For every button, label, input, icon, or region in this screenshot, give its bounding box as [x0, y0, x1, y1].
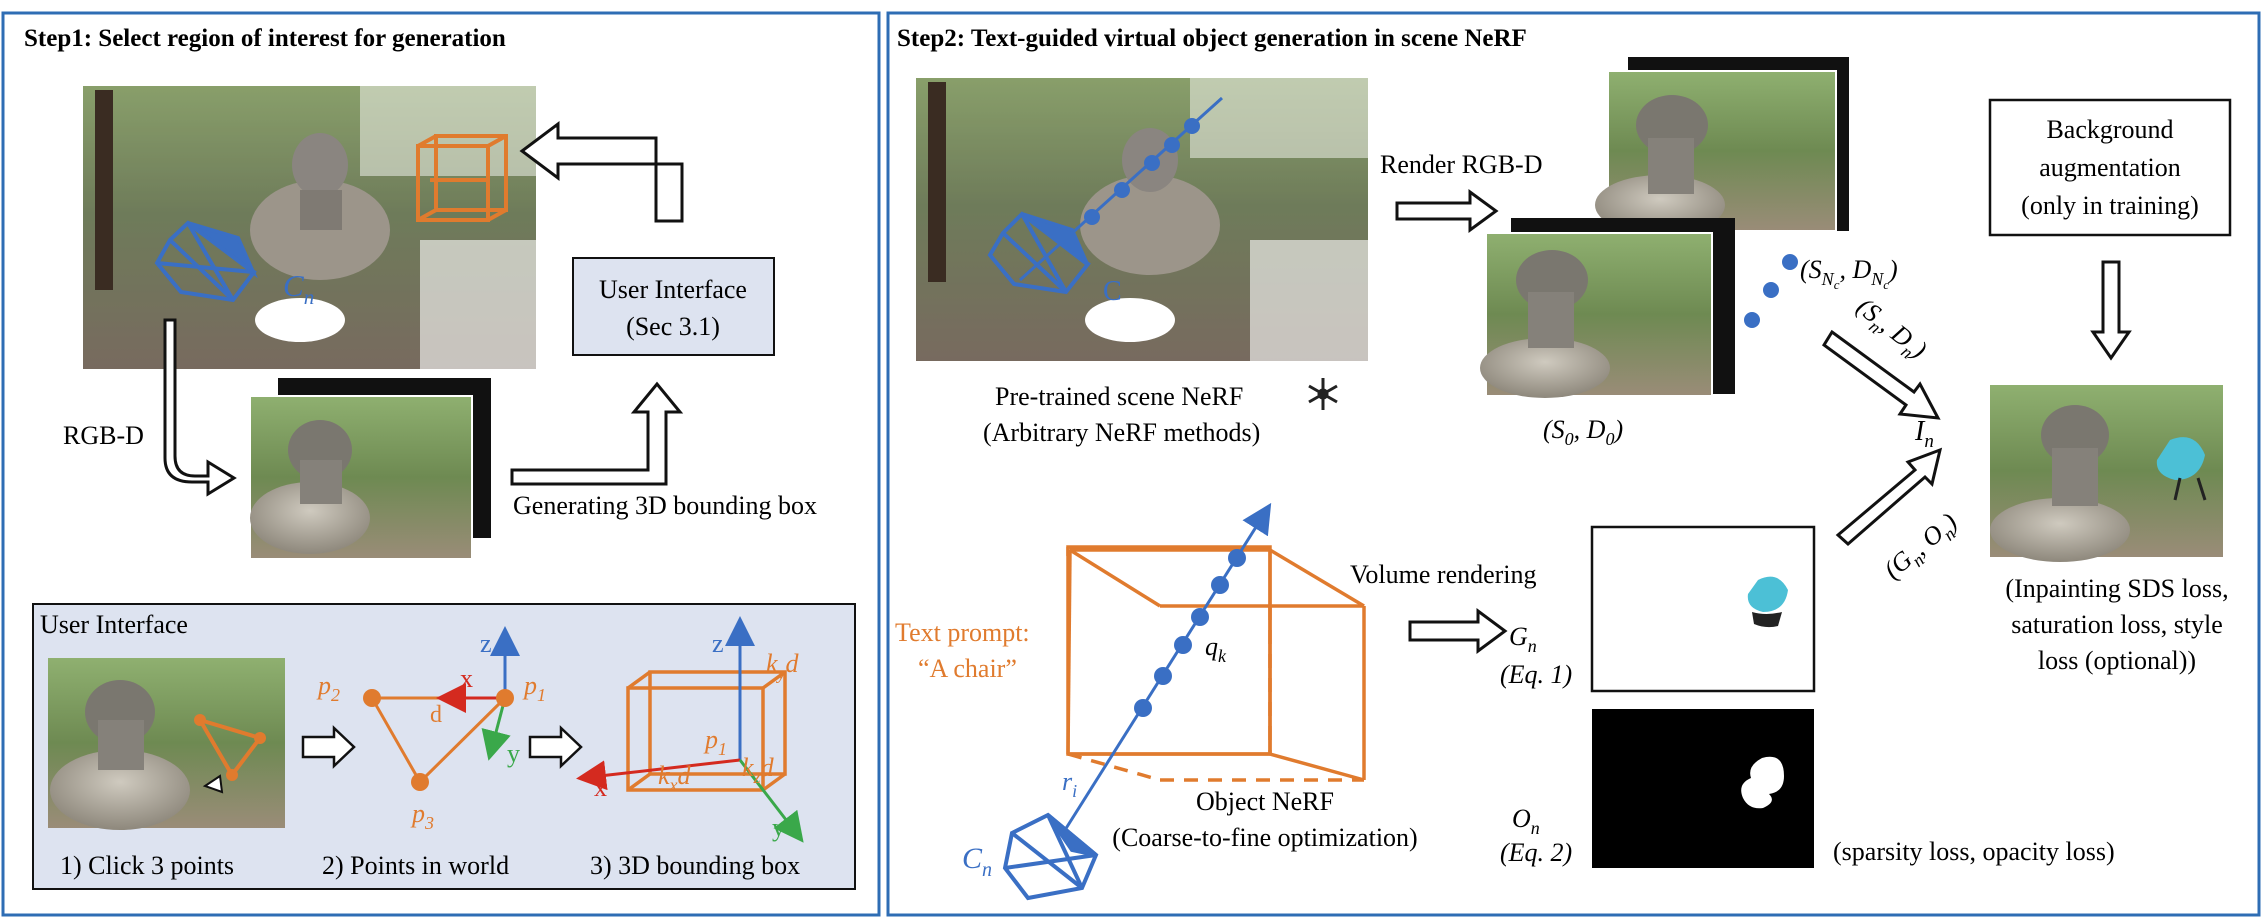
scene-c-label: C [1103, 276, 1122, 307]
step2-frame [886, 11, 2261, 917]
ray-dot [1164, 137, 1180, 153]
rendered-rgbd-back [1595, 57, 1849, 235]
pretrained-line1: Pre-trained scene NeRF [995, 382, 1243, 411]
arrow-gnon-to-in [1835, 447, 1943, 547]
text-prompt-line2: “A chair” [918, 654, 1017, 683]
arrow-volume-rendering [1408, 608, 1508, 654]
ray-dot [1144, 155, 1160, 171]
step2-title: Step2: Text-guided virtual object genera… [897, 25, 1527, 52]
step2-scene-image [916, 78, 1368, 361]
gn-label: Gn [1509, 622, 1537, 656]
ray-dot [1114, 182, 1130, 198]
bg-aug-line3: (only in training) [2021, 191, 2199, 220]
step1-title: Step1: Select region of interest for gen… [24, 25, 506, 52]
loss-line2: saturation loss, style [2011, 610, 2223, 639]
bg-aug-line2: augmentation [2039, 153, 2181, 182]
object-nerf-line2: (Coarse-to-fine optimization) [1112, 823, 1417, 852]
step1-rgbd-photos [249, 378, 491, 560]
object-nerf-box-lines [1066, 548, 1366, 782]
arrow-rgbd [163, 318, 237, 497]
arrow-bg-aug-down [2090, 260, 2132, 361]
gnon-label: (Gn, On) [1878, 507, 1966, 588]
arrow-render-rgbd [1395, 189, 1499, 233]
render-rgbd-label: Render RGB-D [1380, 150, 1542, 179]
gn-image [1590, 525, 1816, 693]
step1-camera-icon [154, 220, 258, 303]
caption-2: 2) Points in world [322, 851, 509, 880]
ui-panel-title: User Interface [40, 610, 188, 639]
caption-1: 1) Click 3 points [60, 851, 234, 880]
ui-box-line2: (Sec 3.1) [626, 312, 720, 341]
points-in-world [363, 626, 520, 791]
loss-line1: (Inpainting SDS loss, [2005, 574, 2228, 603]
step1-frame [1, 11, 881, 917]
stack-dot [1763, 282, 1779, 298]
object-ray-dot [1211, 576, 1229, 594]
ui-box [572, 257, 775, 356]
object-ray-dot [1174, 636, 1192, 654]
s0d0-label: (S0, D0) [1543, 415, 1623, 449]
cn-label: Cn [962, 842, 992, 881]
in-label: In [1914, 416, 1934, 452]
pretrained-line2: (Arbitrary NeRF methods) [983, 418, 1260, 447]
kz-label: kzd [742, 753, 775, 787]
step2-scene-camera-icon [987, 211, 1091, 295]
object-ray-dot [1134, 699, 1152, 717]
snowflake-icon [1308, 378, 1338, 410]
panel-arrow-2 [528, 725, 583, 769]
ray-dot [1184, 118, 1200, 134]
ray-dot [1084, 209, 1100, 225]
arrow-gen-bbox [510, 381, 684, 486]
volume-rendering-label: Volume rendering [1350, 560, 1537, 589]
ui-panel-photo [48, 658, 285, 830]
stack-dot [1782, 254, 1798, 270]
object-nerf-line1: Object NeRF [1196, 787, 1334, 816]
object-camera-icon [1002, 812, 1099, 901]
arrow-ui-to-scene [519, 121, 684, 223]
step1-scene-image [83, 86, 536, 369]
axis-z-label-1: z [480, 629, 492, 658]
bg-aug-box [1988, 98, 2232, 237]
bg-aug-line1: Background [2046, 115, 2173, 144]
rendered-rgbd-front [1480, 218, 1735, 398]
object-ray-dot [1191, 608, 1209, 626]
qk-label: qk [1205, 632, 1227, 666]
rgbd-label: RGB-D [63, 421, 144, 450]
stack-dot [1744, 312, 1760, 328]
sncdnc-label: (SNc, DNc) [1800, 255, 1898, 292]
axis-y-label-1: y [507, 739, 520, 768]
object-ray-dot [1228, 549, 1246, 567]
d-label-1: d [430, 702, 442, 728]
ky-label: kyd [766, 649, 800, 683]
caption-3: 3) 3D bounding box [590, 851, 800, 880]
step1-orange-bbox [416, 134, 508, 222]
eq1-label: (Eq. 1) [1500, 660, 1572, 689]
kx-label: kxd [658, 761, 692, 795]
p1-label: p1 [522, 671, 546, 705]
ui-box-line1: User Interface [599, 275, 747, 304]
axis-x-label-2: x [594, 773, 607, 802]
output-image [1990, 385, 2223, 562]
axis-x-label-1: x [460, 664, 473, 693]
arrow-rgbd-to-in [1821, 329, 1941, 420]
eq2-label: (Eq. 2) [1500, 838, 1572, 867]
panel-arrow-1 [301, 725, 356, 769]
p2-label: p2 [316, 671, 340, 705]
p3-label: p3 [410, 799, 434, 833]
on-image [1592, 709, 1814, 868]
ri-label: ri [1062, 767, 1077, 801]
sparsity-label: (sparsity loss, opacity loss) [1833, 837, 2115, 866]
text-prompt-line1: Text prompt: [895, 618, 1030, 647]
p1-label-2: p1 [703, 725, 727, 759]
axis-z-label-2: z [712, 629, 724, 658]
loss-line3: loss (optional)) [2038, 646, 2196, 675]
object-ray-dot [1154, 667, 1172, 685]
object-nerf-bbox [1066, 545, 1272, 756]
on-label: On [1512, 804, 1540, 838]
step1-cn-label: Cn [283, 268, 314, 309]
gen-bbox-label: Generating 3D bounding box [513, 491, 817, 520]
axis-y-label-2: y [772, 813, 785, 842]
